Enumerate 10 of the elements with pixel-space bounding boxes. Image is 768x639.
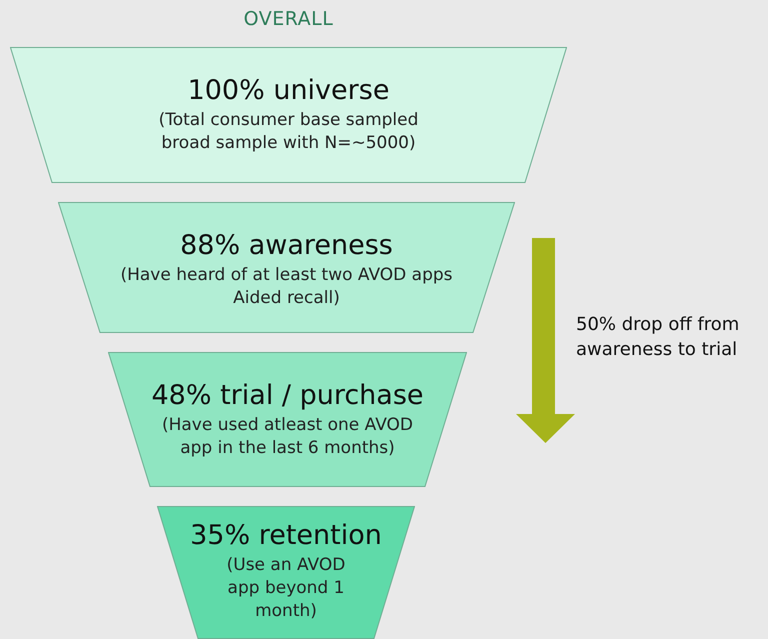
stage-heading: 100% universe <box>188 75 390 107</box>
stage-description: (Total consumer base sampled broad sample with N=~5000) <box>158 109 420 155</box>
section-title: OVERALL <box>242 8 334 30</box>
stage-description: (Use an AVOD app beyond 1 month) <box>226 554 346 623</box>
stage-description: (Have used atleast one AVOD app in the last 6 months) <box>160 414 414 460</box>
arrow-note: 50% drop off from awareness to trial <box>576 313 740 362</box>
stage-heading: 88% awareness <box>180 230 393 262</box>
stage-description: (Have heard of at least two AVOD apps Aided recall) <box>119 264 454 310</box>
stage-heading: 35% retention <box>190 520 382 552</box>
stage-heading: 48% trial / purchase <box>151 380 424 412</box>
